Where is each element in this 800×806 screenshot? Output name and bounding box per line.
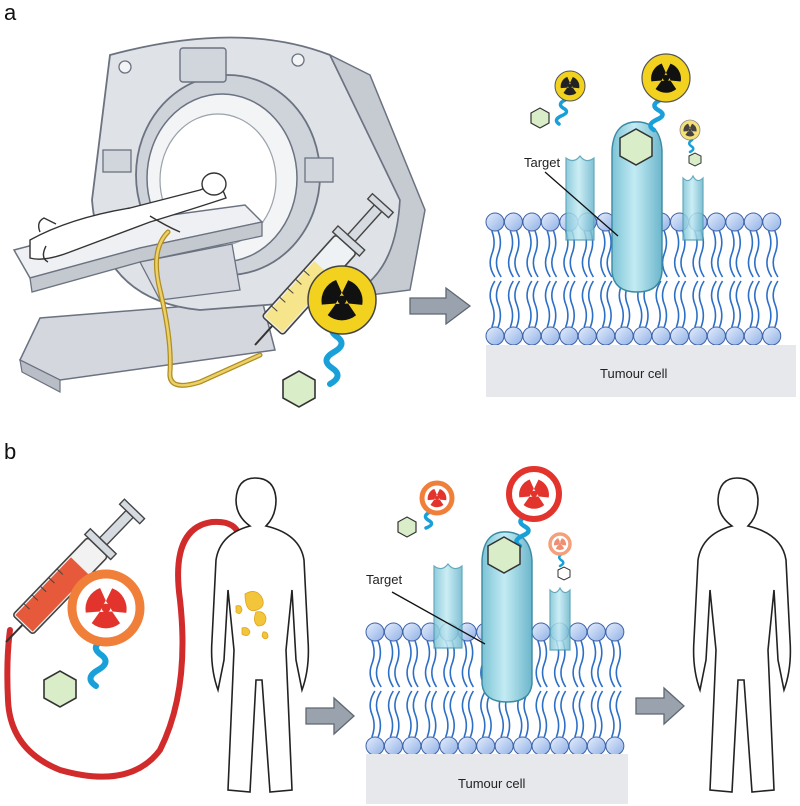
therapeutic-radiopharmaceutical	[43, 569, 145, 708]
panel-a-letter: a	[4, 0, 17, 25]
target-label-b: Target	[366, 572, 403, 587]
iv-tube-therapeutic	[4, 518, 243, 780]
tumour-deposits	[235, 591, 269, 640]
diagnostic-agent-small-1	[530, 70, 586, 129]
tumour-cell-label-a: Tumour cell	[600, 366, 668, 381]
tumour-cell-label-b: Tumour cell	[458, 776, 526, 791]
arrow-right-icon	[409, 286, 472, 326]
therapeutic-agent-small-1	[397, 480, 455, 538]
panel-b-letter: b	[4, 439, 16, 464]
tumour-cell-area-b	[366, 754, 628, 804]
target-receptor-a	[565, 121, 704, 293]
arrow-right-icon-b1	[305, 696, 355, 736]
tumour-cell-area	[486, 345, 796, 397]
arrow-right-icon-b2	[635, 686, 685, 726]
therapeutic-agent-bound	[487, 466, 562, 574]
diagnostic-agent-bound	[619, 53, 691, 166]
human-silhouette-after-icon	[692, 477, 792, 793]
patient-icon	[29, 172, 227, 263]
diagnostic-radiopharmaceutical	[282, 265, 377, 408]
human-silhouette-icon	[210, 477, 310, 793]
therapeutic-agent-small-2	[548, 532, 572, 581]
mri-scanner-icon	[12, 36, 426, 393]
target-label-a: Target	[524, 155, 561, 170]
syringe-therapeutic-icon	[5, 498, 146, 643]
diagnostic-agent-small-2	[679, 119, 702, 167]
